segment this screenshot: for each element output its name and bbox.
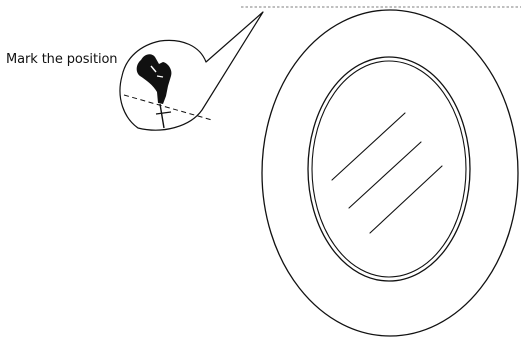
mirror-glass-inner-edge [311,60,467,278]
mirror-glass-outer-edge [307,56,471,282]
mark-position-caption: Mark the position [6,52,118,67]
marking-dashed-line [123,94,213,121]
glass-reflection-icon [331,112,443,234]
hand-holding-pencil-icon [136,54,172,129]
mirror-outer-frame [261,9,519,337]
callout-bubble [119,11,264,131]
